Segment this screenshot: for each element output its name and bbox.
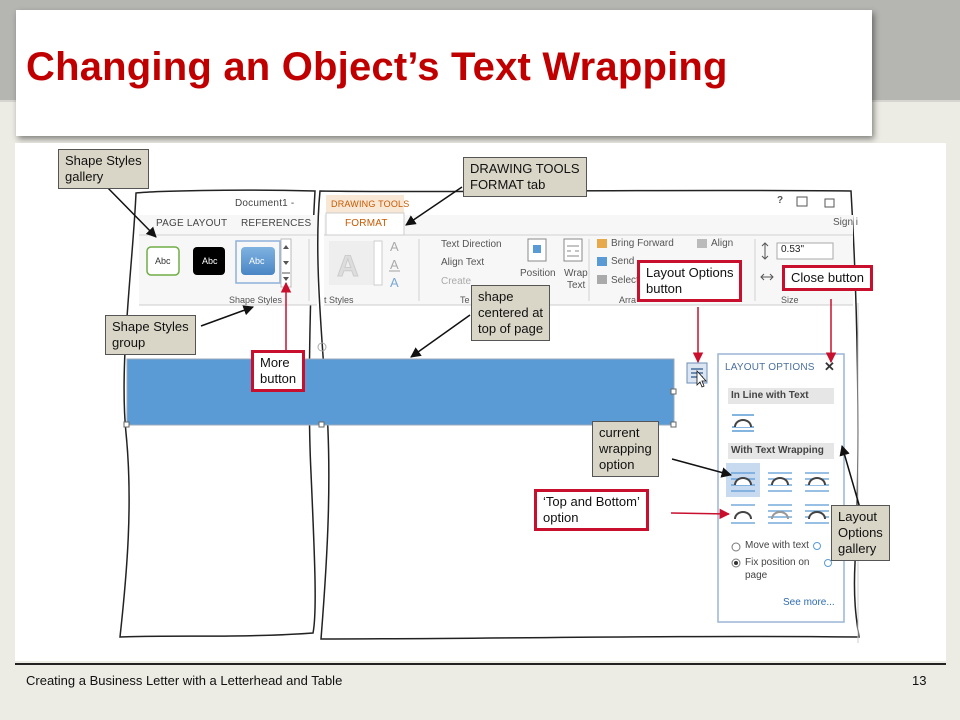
bring-forward-icon[interactable] xyxy=(597,239,607,248)
style-swatch-selected-frame xyxy=(235,240,281,284)
wrap-behind-text-option[interactable] xyxy=(768,504,792,524)
close-icon[interactable]: ✕ xyxy=(824,359,835,374)
info-icon xyxy=(813,542,821,550)
style-swatch-2[interactable] xyxy=(193,247,225,275)
selection-pane-icon[interactable] xyxy=(597,275,607,284)
tab-references[interactable]: REFERENCES xyxy=(241,218,312,229)
blue-shape[interactable] xyxy=(127,359,674,425)
tab-format-bg[interactable] xyxy=(325,212,405,236)
see-more-link[interactable]: See more... xyxy=(783,597,835,608)
group-text: Te xyxy=(460,295,470,305)
text-outline-icon: A xyxy=(390,257,399,272)
fix-position-label-2: page xyxy=(745,570,768,581)
text-fill-icon: A xyxy=(390,239,399,254)
info-icon-2 xyxy=(824,559,832,567)
wrap-tight-option[interactable] xyxy=(768,472,792,492)
swatch-label-2: Abc xyxy=(202,256,218,266)
wordart-gallery[interactable] xyxy=(329,241,373,285)
align-icon[interactable] xyxy=(697,239,707,248)
rotate-handle-icon xyxy=(317,342,327,352)
group-arrange: Arra xyxy=(619,295,637,305)
ribbon-display-icon[interactable] xyxy=(796,196,808,207)
move-with-text-label: Move with text xyxy=(745,540,809,551)
move-with-text-radio[interactable] xyxy=(731,542,741,552)
screenshot-illustration: A A A A xyxy=(102,182,863,643)
restore-icon[interactable] xyxy=(824,198,835,208)
group-shape-styles: Shape Styles xyxy=(229,295,283,305)
layout-options-title: LAYOUT OPTIONS xyxy=(725,362,815,373)
align-text-button[interactable]: Align Text xyxy=(441,257,485,268)
selection-pane-button[interactable]: Select xyxy=(611,275,639,286)
position-button[interactable]: Position xyxy=(520,268,556,279)
inline-option[interactable] xyxy=(732,414,754,432)
slide-title: Changing an Object’s Text Wrapping xyxy=(26,45,728,89)
drawing-tools-label: DRAWING TOOLS xyxy=(331,199,410,209)
inline-section-label: In Line with Text xyxy=(731,390,809,401)
tab-format[interactable]: FORMAT xyxy=(345,218,388,229)
wrap-top-bottom-option[interactable] xyxy=(731,504,755,524)
document-title: Document1 - xyxy=(235,198,295,209)
group-size: Size xyxy=(781,295,799,305)
style-swatch-1[interactable] xyxy=(146,246,180,276)
drawing-tools-header xyxy=(326,195,404,213)
swatch-label-3: Abc xyxy=(249,256,265,266)
align-button[interactable]: Align xyxy=(711,238,734,249)
bring-forward-button[interactable]: Bring Forward xyxy=(611,238,674,249)
fix-position-label: Fix position on xyxy=(745,557,810,568)
wrapping-section-label: With Text Wrapping xyxy=(731,445,824,456)
mouse-pointer-icon xyxy=(696,369,707,388)
callout-top-and-bottom: ‘Top and Bottom’option xyxy=(534,489,649,531)
wordart-a-icon: A xyxy=(337,250,359,283)
more-arrow-icon[interactable] xyxy=(283,277,289,281)
wrap-text-label-2: Text xyxy=(567,280,586,291)
tab-page-layout[interactable]: PAGE LAYOUT xyxy=(156,218,228,229)
send-backward-button[interactable]: Send xyxy=(611,256,635,267)
slide-content: A A A A xyxy=(15,143,946,661)
page-number: 13 xyxy=(912,673,927,688)
callout-close-button: Close button xyxy=(782,265,873,291)
wrap-text-button[interactable]: Wrap xyxy=(564,268,588,279)
create-link-button[interactable]: Create xyxy=(441,276,472,287)
wrap-square-option[interactable] xyxy=(731,472,755,492)
send-backward-icon[interactable] xyxy=(597,257,607,266)
title-box: Changing an Object’s Text Wrapping xyxy=(16,10,872,136)
sign-in-link[interactable]: Sign i xyxy=(833,217,859,228)
style-swatch-3[interactable] xyxy=(241,247,275,275)
help-icon[interactable]: ? xyxy=(777,195,784,206)
footer-divider xyxy=(15,663,946,665)
footer-text: Creating a Business Letter with a Letter… xyxy=(26,673,343,688)
wrap-in-front-option[interactable] xyxy=(805,504,829,524)
inline-section-header xyxy=(728,388,834,404)
wrapping-section-header xyxy=(728,443,834,459)
text-effects-icon: A xyxy=(390,275,399,290)
height-field[interactable] xyxy=(776,242,834,260)
group-wordart-styles: t Styles xyxy=(324,295,354,305)
text-direction-button[interactable]: Text Direction xyxy=(441,239,502,250)
wrap-through-option[interactable] xyxy=(805,472,829,492)
swatch-label-1: Abc xyxy=(155,256,171,266)
height-value: 0.53" xyxy=(781,244,805,255)
wrap-text-icon[interactable] xyxy=(563,238,583,262)
